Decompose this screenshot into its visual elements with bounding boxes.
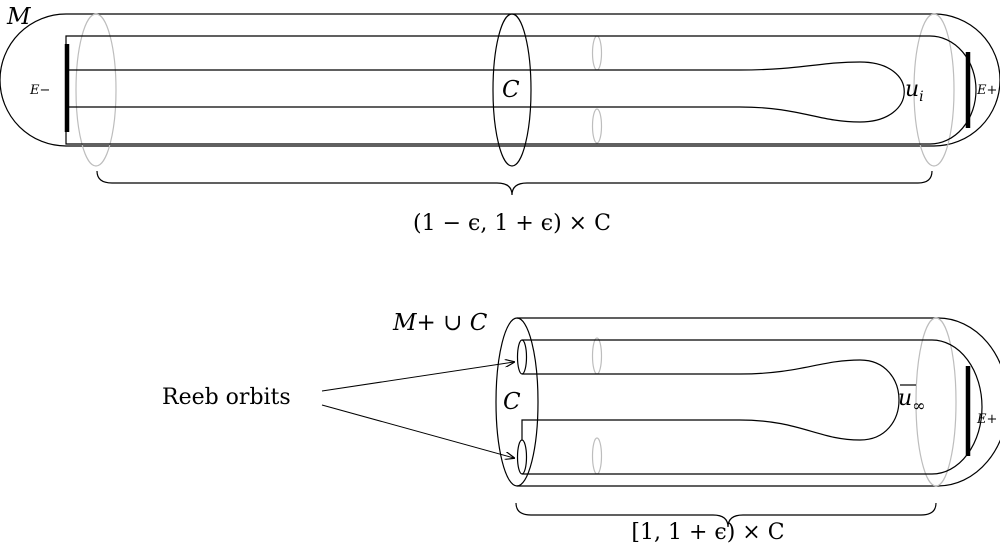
bottom-curve-label: u∞ xyxy=(898,386,926,415)
bottom-figure: M+ ∪ C C Reeb orbits E+ u∞ [1, 1 + ϵ) × … xyxy=(162,310,1000,544)
top-lower-tube-ellipse xyxy=(591,108,603,144)
top-brace-label: (1 − ϵ, 1 + ϵ) × C xyxy=(413,211,611,236)
top-right-collar-ellipse xyxy=(913,13,955,167)
top-manifold-label: M xyxy=(6,4,32,30)
top-left-end-label: E− xyxy=(29,83,50,98)
top-upper-tube-ellipse xyxy=(591,35,603,71)
bottom-brace-label: [1, 1 + ϵ) × C xyxy=(631,520,784,544)
top-figure: M C E− E+ ui (1 − ϵ, 1 + ϵ) × C xyxy=(0,4,1000,236)
bottom-lower-reeb-orbit xyxy=(516,439,528,475)
bottom-right-end-label: E+ xyxy=(976,412,997,427)
top-manifold-outline xyxy=(0,13,1000,147)
bottom-lower-tube-ellipse xyxy=(591,437,603,475)
top-brace xyxy=(96,170,933,196)
bottom-brace xyxy=(515,502,937,528)
bottom-upper-reeb-orbit xyxy=(516,339,528,375)
bottom-right-collar-ellipse xyxy=(915,317,957,487)
top-cross-section-ellipse xyxy=(492,13,532,167)
reeb-orbits-label: Reeb orbits xyxy=(162,385,291,410)
reeb-orbit-arrow-lower xyxy=(321,404,514,458)
top-cross-section-label: C xyxy=(502,77,520,103)
top-left-collar-ellipse xyxy=(75,13,117,167)
top-curve-label: ui xyxy=(905,77,924,105)
bottom-curve-outer xyxy=(522,339,983,475)
bottom-cross-section-ellipse xyxy=(495,317,539,487)
top-curve-inner xyxy=(65,61,905,123)
bottom-curve-inner xyxy=(521,359,900,441)
top-curve-outer xyxy=(65,35,977,145)
bottom-manifold-outline xyxy=(517,317,1000,487)
top-right-end-label: E+ xyxy=(976,83,997,98)
reeb-orbit-arrow-upper xyxy=(321,362,514,392)
bottom-upper-tube-ellipse xyxy=(591,337,603,375)
bottom-manifold-label: M+ ∪ C xyxy=(392,310,488,336)
bottom-cross-section-label: C xyxy=(503,389,521,415)
